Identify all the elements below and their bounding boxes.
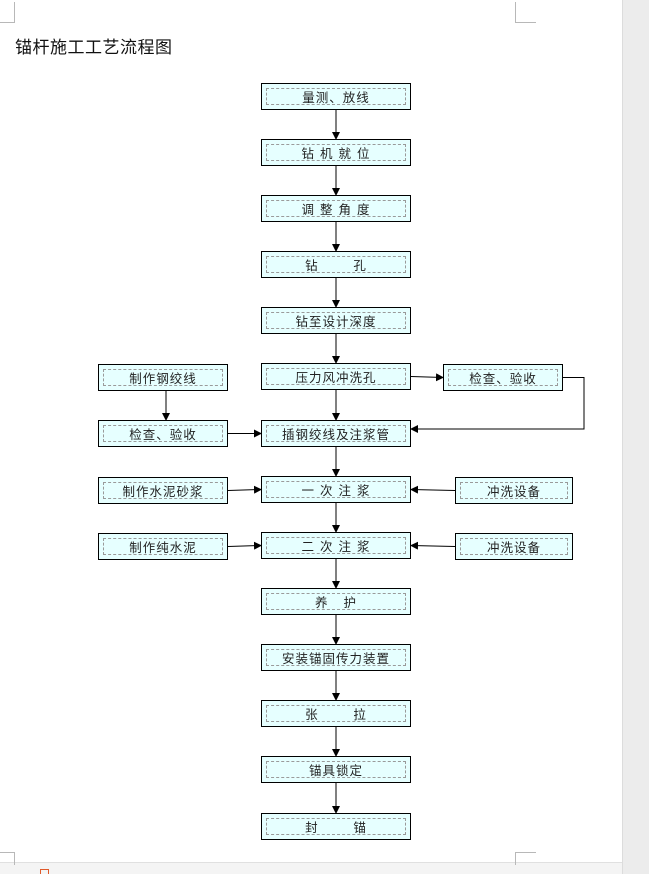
flow-step-s6: 压力风冲洗孔 bbox=[261, 363, 411, 390]
box-inner-frame bbox=[103, 369, 223, 386]
step-label: 检查、验收 bbox=[469, 371, 537, 386]
step-label: 安装锚固传力装置 bbox=[281, 651, 390, 666]
step-label: 封 锚 bbox=[305, 820, 367, 835]
box-inner-frame bbox=[103, 538, 223, 555]
step-label: 钻至设计深度 bbox=[295, 314, 377, 329]
flow-step-s1: 量测、放线 bbox=[261, 83, 411, 110]
margin-corner-mark bbox=[0, 852, 15, 865]
box-inner-frame bbox=[266, 481, 406, 498]
flow-step-s5: 钻至设计深度 bbox=[261, 307, 411, 334]
step-label: 钻 机 就 位 bbox=[301, 146, 371, 161]
step-label: 检查、验收 bbox=[129, 427, 197, 442]
step-label: 钻 孔 bbox=[305, 258, 367, 273]
flow-step-s9: 二 次 注 浆 bbox=[261, 532, 411, 559]
box-inner-frame bbox=[266, 761, 406, 778]
flow-step-s10: 养 护 bbox=[261, 588, 411, 615]
step-label: 二 次 注 浆 bbox=[301, 539, 371, 554]
box-inner-frame bbox=[266, 593, 406, 610]
step-label: 冲洗设备 bbox=[486, 540, 541, 555]
box-inner-frame bbox=[266, 425, 406, 442]
step-label: 张 拉 bbox=[305, 707, 367, 722]
box-inner-frame bbox=[266, 368, 406, 385]
box-inner-frame bbox=[103, 425, 223, 442]
document-title: 锚杆施工工艺流程图 bbox=[15, 38, 173, 58]
flow-step-s13: 锚具锁定 bbox=[261, 756, 411, 783]
box-inner-frame bbox=[266, 256, 406, 273]
box-inner-frame bbox=[266, 649, 406, 666]
flow-step-s14: 封 锚 bbox=[261, 813, 411, 840]
side-step-r3: 冲洗设备 bbox=[455, 533, 573, 560]
flow-step-s2: 钻 机 就 位 bbox=[261, 139, 411, 166]
flow-step-s4: 钻 孔 bbox=[261, 251, 411, 278]
flow-step-s8: 一 次 注 浆 bbox=[261, 476, 411, 503]
side-step-l4: 制作纯水泥 bbox=[98, 533, 228, 560]
step-label: 调 整 角 度 bbox=[301, 202, 371, 217]
margin-corner-mark bbox=[515, 852, 536, 865]
side-step-l3: 制作水泥砂浆 bbox=[98, 477, 228, 504]
flow-connectors bbox=[162, 110, 585, 814]
flow-step-s11: 安装锚固传力装置 bbox=[261, 644, 411, 671]
side-step-l1: 制作钢绞线 bbox=[98, 364, 228, 391]
step-label: 制作钢绞线 bbox=[129, 371, 197, 386]
box-inner-frame bbox=[266, 88, 406, 105]
step-label: 锚具锁定 bbox=[308, 763, 363, 778]
flow-arrow bbox=[410, 485, 456, 494]
box-inner-frame bbox=[448, 369, 558, 386]
flow-arrow bbox=[410, 377, 585, 433]
flow-arrow bbox=[227, 485, 262, 494]
step-label: 插钢绞线及注浆管 bbox=[281, 427, 390, 442]
box-inner-frame bbox=[266, 312, 406, 329]
box-inner-frame bbox=[266, 705, 406, 722]
margin-corner-mark bbox=[515, 2, 536, 23]
flow-arrow bbox=[410, 373, 444, 382]
flow-step-s7: 插钢绞线及注浆管 bbox=[261, 420, 411, 447]
box-inner-frame bbox=[266, 200, 406, 217]
side-step-l2: 检查、验收 bbox=[98, 420, 228, 447]
flow-arrow bbox=[410, 541, 456, 550]
flow-step-s12: 张 拉 bbox=[261, 700, 411, 727]
margin-corner-mark bbox=[0, 2, 15, 23]
flow-step-s3: 调 整 角 度 bbox=[261, 195, 411, 222]
box-inner-frame bbox=[103, 482, 223, 499]
box-inner-frame bbox=[266, 144, 406, 161]
side-step-r1: 检查、验收 bbox=[443, 364, 563, 391]
step-label: 冲洗设备 bbox=[486, 484, 541, 499]
step-label: 压力风冲洗孔 bbox=[295, 370, 377, 385]
page-bottom-edge bbox=[0, 862, 622, 874]
box-inner-frame bbox=[460, 538, 568, 555]
box-inner-frame bbox=[266, 818, 406, 835]
flow-arrow bbox=[227, 541, 262, 550]
box-inner-frame bbox=[460, 482, 568, 499]
step-label: 制作纯水泥 bbox=[129, 540, 197, 555]
step-label: 量测、放线 bbox=[302, 90, 370, 105]
status-marker-icon bbox=[40, 869, 49, 874]
side-step-r2: 冲洗设备 bbox=[455, 477, 573, 504]
box-inner-frame bbox=[266, 537, 406, 554]
step-label: 制作水泥砂浆 bbox=[122, 484, 204, 499]
step-label: 养 护 bbox=[315, 595, 357, 610]
step-label: 一 次 注 浆 bbox=[301, 483, 371, 498]
scroll-gutter[interactable] bbox=[622, 0, 649, 874]
